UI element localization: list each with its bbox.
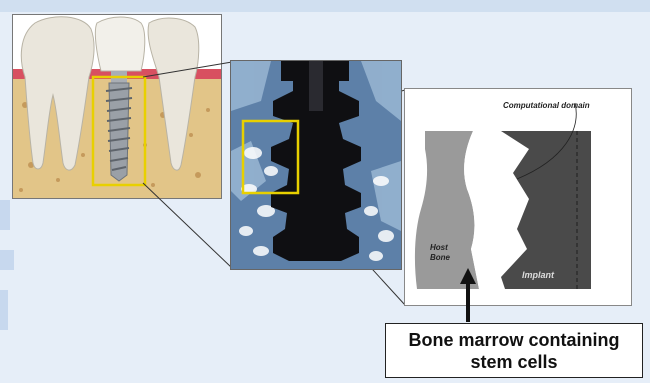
callout-line2: stem cells [386,351,642,373]
bone-marrow-callout: Bone marrow containing stem cells [385,323,643,378]
callout-line1: Bone marrow containing [386,329,642,351]
